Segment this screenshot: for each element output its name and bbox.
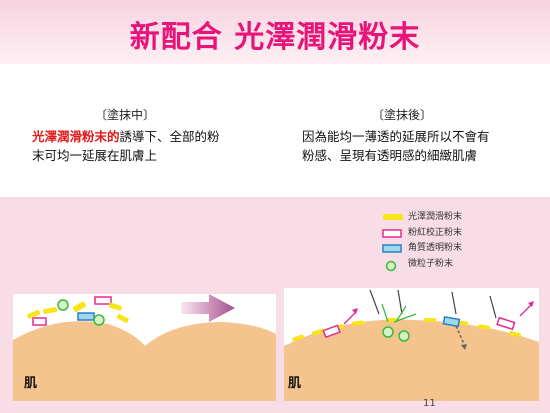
reflect-ray [519, 303, 533, 317]
left-text-line1: 誘導下、全部的粉 [119, 129, 220, 144]
legend-pink-powder: 粉紅校正粉末 [382, 227, 463, 239]
skin-label-right: 肌 [288, 376, 302, 391]
micro-particle [93, 314, 105, 326]
arrow-up-icon [352, 308, 358, 314]
blue-particle [442, 315, 461, 328]
right-heading: 〔塗抹後〕 [372, 108, 433, 122]
left-text-line2: 末可均一延展在肌膚上 [32, 148, 158, 163]
left-highlight: 光澤潤滑粉末的 [32, 129, 120, 144]
title-band [0, 0, 550, 64]
after-application-diagram [284, 289, 539, 401]
legend-micro-powder: 微粒子粉末 [385, 258, 454, 272]
light-rays [369, 289, 497, 319]
slide-title: 新配合 光澤潤滑粉末 [129, 20, 421, 55]
skin-surface [13, 321, 276, 401]
micro-particle [382, 326, 394, 338]
gloss-particle [42, 307, 58, 314]
legend-blue-powder: 角質透明粉末 [382, 242, 463, 254]
arrow-up-icon [528, 301, 534, 307]
skin-label-left: 肌 [24, 376, 38, 391]
legend-label: 微粒子粉末 [408, 259, 454, 269]
yellow-bar-icon [383, 214, 403, 220]
legend-label: 光澤潤滑粉末 [408, 212, 463, 222]
left-description: 光澤潤滑粉末的誘導下、全部的粉 末可均一延展在肌膚上 [32, 127, 220, 165]
during-application-diagram [13, 294, 276, 401]
gloss-particle [116, 313, 129, 323]
gloss-particle [72, 301, 87, 313]
skin-surface [284, 319, 539, 401]
arrow-down-icon [461, 344, 467, 350]
legend-label: 粉紅校正粉末 [408, 228, 463, 238]
after-application-panel: 肌 [284, 288, 539, 401]
green-circle-icon [385, 260, 397, 272]
blue-particle [77, 312, 95, 321]
pink-particle [496, 316, 516, 331]
right-text-line1: 因為能均一薄透的延展所以不會有 [302, 129, 490, 144]
page-number: 11 [423, 398, 436, 409]
legend-label: 角質透明粉末 [408, 243, 463, 253]
blue-box-icon [382, 244, 402, 253]
gloss-particle [27, 309, 41, 319]
transmission-ray [455, 325, 465, 345]
left-heading: 〔塗抹中〕 [95, 108, 156, 122]
during-application-panel: 肌 [13, 294, 276, 401]
pink-particle [94, 296, 112, 305]
arrow-right-icon [181, 294, 235, 322]
pink-box-icon [382, 229, 402, 238]
pink-particle [32, 317, 47, 326]
pink-particle [322, 324, 341, 339]
scattered-rays [381, 303, 417, 323]
micro-particle [57, 299, 69, 311]
right-description: 因為能均一薄透的延展所以不會有 粉感、呈現有透明感的細緻肌膚 [302, 127, 490, 165]
legend-gloss-powder: 光澤潤滑粉末 [383, 211, 463, 223]
micro-particle [398, 330, 410, 342]
reflect-ray [343, 311, 357, 325]
gloss-particle [108, 302, 122, 311]
right-text-line2: 粉感、呈現有透明感的細緻肌膚 [302, 148, 478, 163]
